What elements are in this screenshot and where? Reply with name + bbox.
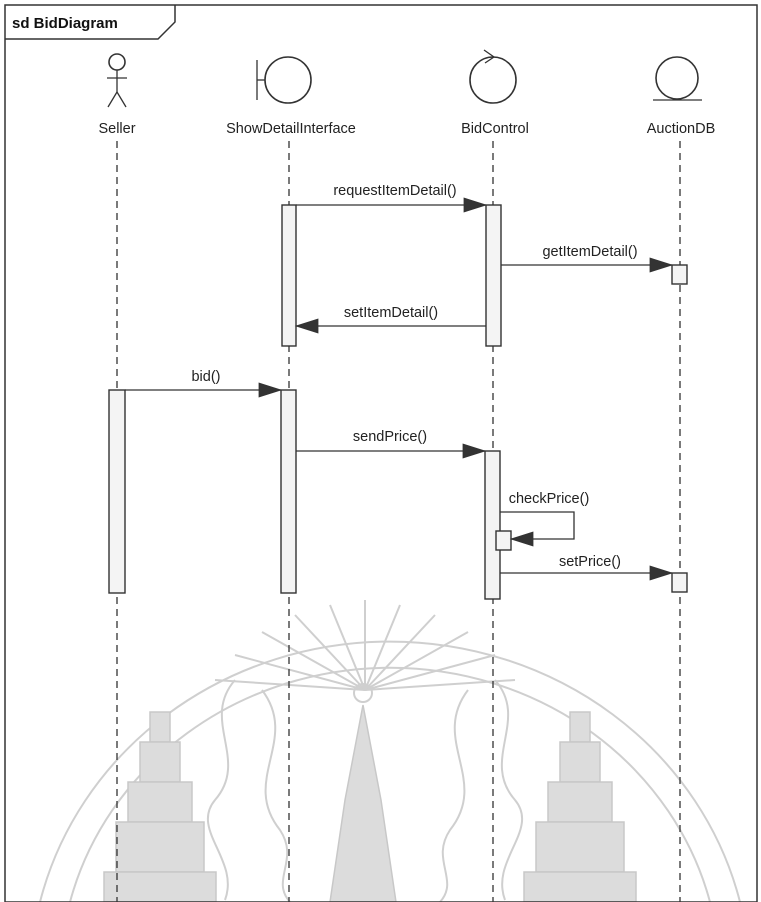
activation-showdetail-2 [281,390,296,593]
activation-auctiondb-1 [672,265,687,284]
message-sendprice: sendPrice() [296,429,485,458]
lifeline-label-bidcontrol: BidControl [461,121,529,137]
actor-icon [107,54,127,107]
watermark-seal [40,600,740,902]
lifeline-label-seller: Seller [98,121,135,137]
entity-icon [653,57,702,100]
activation-seller [109,390,125,593]
lifeline-label-showdetailinterface: ShowDetailInterface [226,121,356,137]
message-label-getitemdetail: getItemDetail() [542,244,637,260]
activation-bidcontrol-1 [486,205,501,346]
activation-bidcontrol-nested [496,531,511,550]
message-label-checkprice: checkPrice() [509,491,590,507]
message-checkprice: checkPrice() [500,491,589,546]
message-setprice: setPrice() [500,554,672,580]
message-label-bid: bid() [191,369,220,385]
message-requestitemdetail: requestItemDetail() [296,183,486,212]
lifeline-label-auctiondb: AuctionDB [647,121,716,137]
message-label-setitemdetail: setItemDetail() [344,305,438,321]
control-icon [470,50,516,103]
boundary-icon [257,57,311,103]
activation-showdetail-1 [282,205,296,346]
watermark-right-tower [524,712,636,902]
message-getitemdetail: getItemDetail() [501,244,672,272]
message-setitemdetail: setItemDetail() [296,305,486,333]
watermark-left-tower [104,712,216,902]
frame-title: sd BidDiagram [12,15,118,32]
activation-auctiondb-2 [672,573,687,592]
message-label-sendprice: sendPrice() [353,429,427,445]
activation-bidcontrol-2 [485,451,500,599]
message-label-setprice: setPrice() [559,554,621,570]
message-bid: bid() [125,369,281,397]
message-label-requestitemdetail: requestItemDetail() [333,183,456,199]
